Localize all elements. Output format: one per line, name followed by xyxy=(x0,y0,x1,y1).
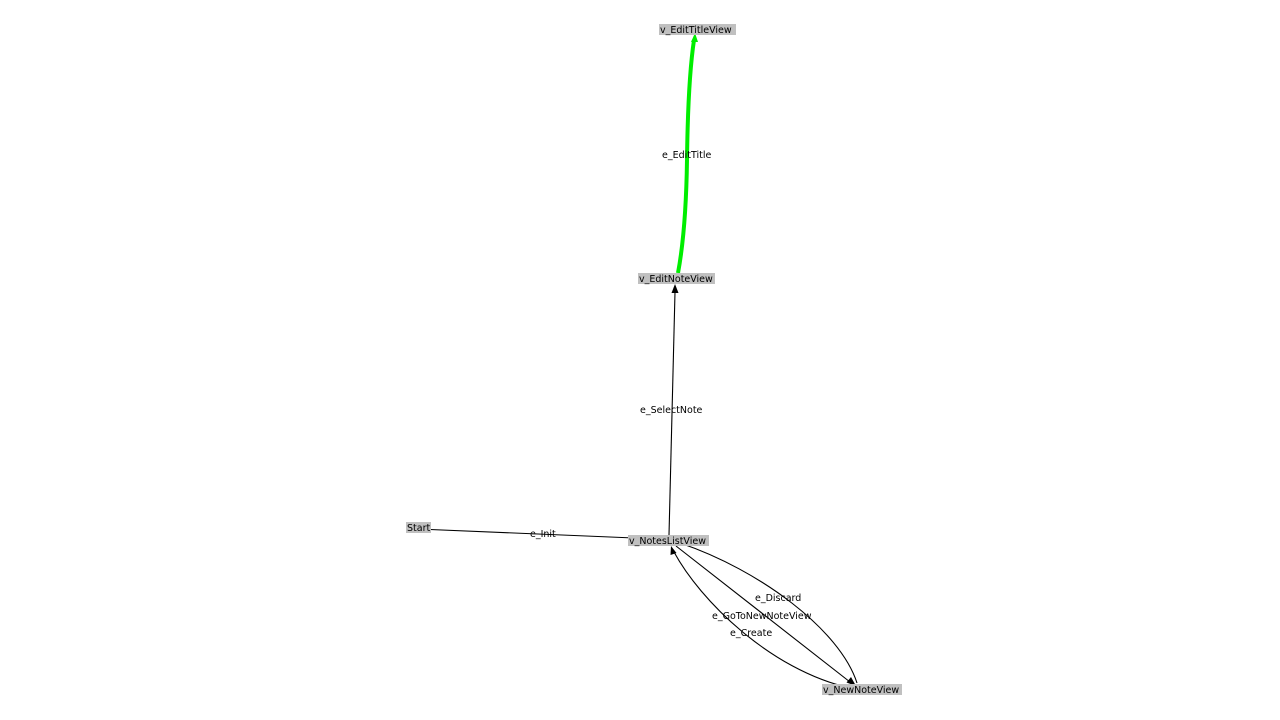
edge-label-go-to-new-note: e_GoToNewNoteView xyxy=(712,611,812,622)
edge-go-to-new-note[interactable] xyxy=(675,545,851,683)
vertex-new-note-view-box xyxy=(822,684,902,695)
vertex-edit-note-view[interactable]: v_EditNoteView xyxy=(638,273,715,285)
edge-select-note-arrowhead xyxy=(671,284,679,293)
vertex-new-note-view[interactable]: v_NewNoteView xyxy=(822,684,902,696)
edge-select-note[interactable] xyxy=(668,291,676,536)
edge-labels: e_Init e_SelectNote e_EditTitle e_Discar… xyxy=(530,150,812,639)
vertex-edit-title-view[interactable]: v_EditTitleView xyxy=(659,24,736,36)
vertex-edit-title-view-box xyxy=(659,24,736,35)
edge-label-edit-title: e_EditTitle xyxy=(662,150,712,161)
vertex-notes-list-view[interactable]: v_NotesListView xyxy=(628,535,709,547)
edge-label-init: e_Init xyxy=(530,529,556,540)
edges xyxy=(417,33,858,689)
edge-go-to-new-note-arrowhead xyxy=(846,677,856,686)
edge-label-create: e_Create xyxy=(730,628,772,639)
vertex-new-note-view-label: v_NewNoteView xyxy=(823,685,899,696)
edge-discard[interactable] xyxy=(679,542,858,684)
edge-create-arrowhead xyxy=(670,546,677,555)
edge-edit-title[interactable] xyxy=(676,39,696,274)
vertex-edit-title-view-label: v_EditTitleView xyxy=(660,25,732,36)
vertex-edit-note-view-box xyxy=(638,273,715,284)
vertices: Start v_NotesListView v_EditNoteView v_E… xyxy=(406,24,902,696)
vertex-notes-list-view-box xyxy=(628,535,709,546)
edge-label-select-note: e_SelectNote xyxy=(640,405,703,416)
vertex-start-box xyxy=(406,522,431,533)
edge-create[interactable] xyxy=(673,551,851,689)
vertex-start-label: Start xyxy=(407,523,430,534)
edge-edit-title-arrowhead xyxy=(691,33,698,42)
vertex-start[interactable]: Start xyxy=(406,522,431,534)
vertex-notes-list-view-label: v_NotesListView xyxy=(629,536,706,547)
edge-label-discard: e_Discard xyxy=(755,593,801,604)
edge-init[interactable] xyxy=(417,528,635,539)
vertex-edit-note-view-label: v_EditNoteView xyxy=(639,274,713,285)
